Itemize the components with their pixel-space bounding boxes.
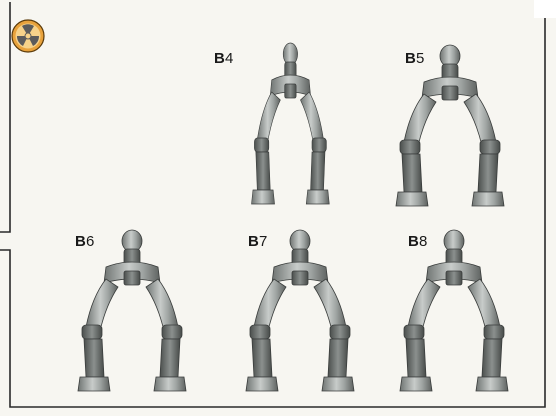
leg-part-b5 (380, 42, 520, 217)
faction-hazard-icon (11, 19, 45, 53)
leg-part-b8 (384, 227, 524, 402)
leg-part-b6 (62, 227, 202, 402)
leg-part-b4 (220, 40, 360, 215)
leg-part-b7 (230, 227, 370, 402)
